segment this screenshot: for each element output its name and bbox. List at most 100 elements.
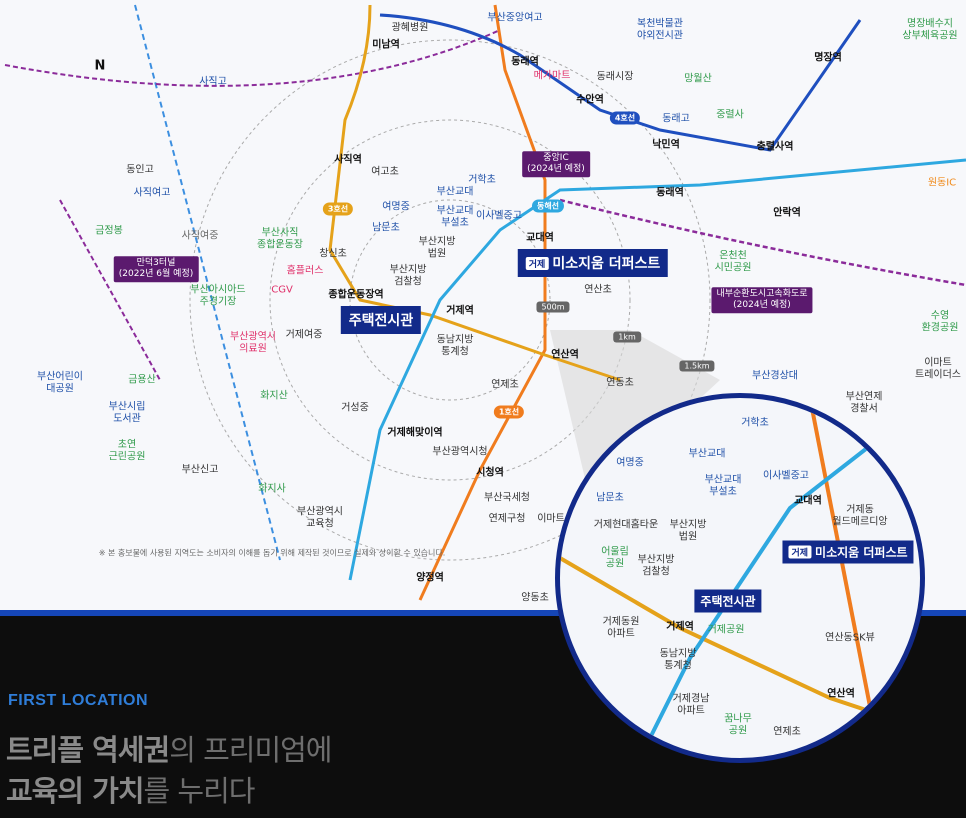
station-label: 사직역 [334, 154, 362, 166]
place-label: 거학초 [468, 174, 496, 186]
tag-expressway: 내부순환도시고속화도로(2024년 예정) [711, 287, 813, 313]
station-label: 종합운동장역 [328, 289, 384, 301]
place-label: 연동초 [606, 377, 634, 389]
headline2-rest: 를 누리다 [143, 774, 256, 808]
place-label: 동래시장 [596, 71, 634, 83]
zoom-label: 교대역 [794, 495, 822, 507]
place-label: 거제여중 [285, 329, 323, 341]
station-label: 명장역 [814, 52, 842, 64]
place-label: 이사벨중고 [476, 210, 522, 222]
station-label: 양정역 [416, 572, 444, 584]
line3-path [328, 4, 621, 382]
place-label: 동인고 [126, 164, 154, 176]
station-label: 미남역 [372, 39, 400, 51]
line4-path [379, 13, 862, 152]
zoom-label: 거제공원 [707, 624, 745, 636]
place-label: 창신초 [319, 248, 347, 260]
station-label: 거제역 [446, 305, 474, 317]
project-callout: 거제 미소지움 더퍼스트 [517, 249, 669, 277]
zoom-label: 거제역 [666, 621, 694, 633]
tag-mandeok: 만덕3터널(2022년 6월 예정) [113, 256, 199, 282]
station-label: 거제해맞이역 [387, 427, 443, 439]
ring-1km [269, 119, 631, 481]
line4-badge: 4호선 [609, 111, 641, 125]
zoom-showroom-callout: 주택전시관 [694, 589, 762, 613]
tag-jungang-ic: 중앙IC(2024년 예정) [522, 151, 590, 177]
zoom-label: 이사벨중고 [763, 470, 809, 482]
line3-badge: 3호선 [322, 202, 354, 216]
dashed-road [134, 4, 281, 561]
place-label: 화지산 [260, 390, 288, 402]
place-label: 연제초 [491, 379, 519, 391]
project-name: 미소지움 더퍼스트 [815, 545, 908, 560]
place-label: 여고초 [371, 166, 399, 178]
place-label: 사직여고 [133, 187, 171, 199]
distance-1km: 1km [613, 331, 641, 343]
accent-bar [0, 610, 966, 616]
place-label: 여명중 [382, 201, 410, 213]
line1-badge: 1호선 [493, 405, 525, 419]
place-label: 부산중앙여고 [487, 12, 543, 24]
zoom-label: 거학초 [741, 417, 769, 429]
place-label: 중렬사 [716, 109, 744, 121]
ring-1.5km [189, 39, 711, 561]
zoom-project-callout: 거제 미소지움 더퍼스트 [782, 540, 914, 564]
zoom-label: 거제현대홈타운 [593, 519, 659, 531]
place-label: 금용산 [128, 374, 156, 386]
place-label: 연산초 [584, 284, 612, 296]
headline2-bold: 교육의 가치 [6, 774, 144, 808]
station-label: 낙민역 [652, 139, 680, 151]
headline-line2: 교육의 가치를 누리다 [6, 768, 256, 810]
location-map: N 미남역 동래역 수안역 낙민역 명장역 충렬사역 사직역 교대역 거제역 연… [4, 4, 966, 604]
place-label: 금정봉 [95, 225, 123, 237]
place-label: 동래고 [662, 113, 690, 125]
distance-500m: 500m [536, 301, 570, 313]
station-label: 충렬사역 [756, 141, 794, 153]
place-label: 홈플러스 [286, 265, 324, 277]
ring-500m [349, 199, 551, 401]
project-name: 미소지움 더퍼스트 [552, 256, 661, 272]
donghae-badge: 동해선 [531, 199, 565, 213]
place-label: 부산교대 [436, 186, 474, 198]
zoom-lines [560, 398, 920, 758]
station-label: 안락역 [773, 207, 801, 219]
mandeok-tunnel [59, 199, 161, 381]
expressway-north [4, 29, 501, 87]
map-lines [4, 4, 966, 601]
place-label: 연제구청 [488, 513, 526, 525]
place-label: 부산광역시청 [432, 446, 488, 458]
place-label: 메가마트 [533, 70, 571, 82]
place-label: 부산경상대 [752, 370, 798, 382]
zoom-label: 연제초 [773, 726, 801, 738]
place-label: 거성중 [341, 402, 369, 414]
zoom-label: 여명중 [616, 457, 644, 469]
station-label: 수안역 [576, 94, 604, 106]
zoom-label: 부산교대 [688, 448, 726, 460]
station-label: 연산역 [551, 349, 579, 361]
place-label: 이마트 [537, 513, 565, 525]
station-label: 시청역 [476, 467, 504, 479]
showroom-name: 주택전시관 [700, 594, 756, 609]
